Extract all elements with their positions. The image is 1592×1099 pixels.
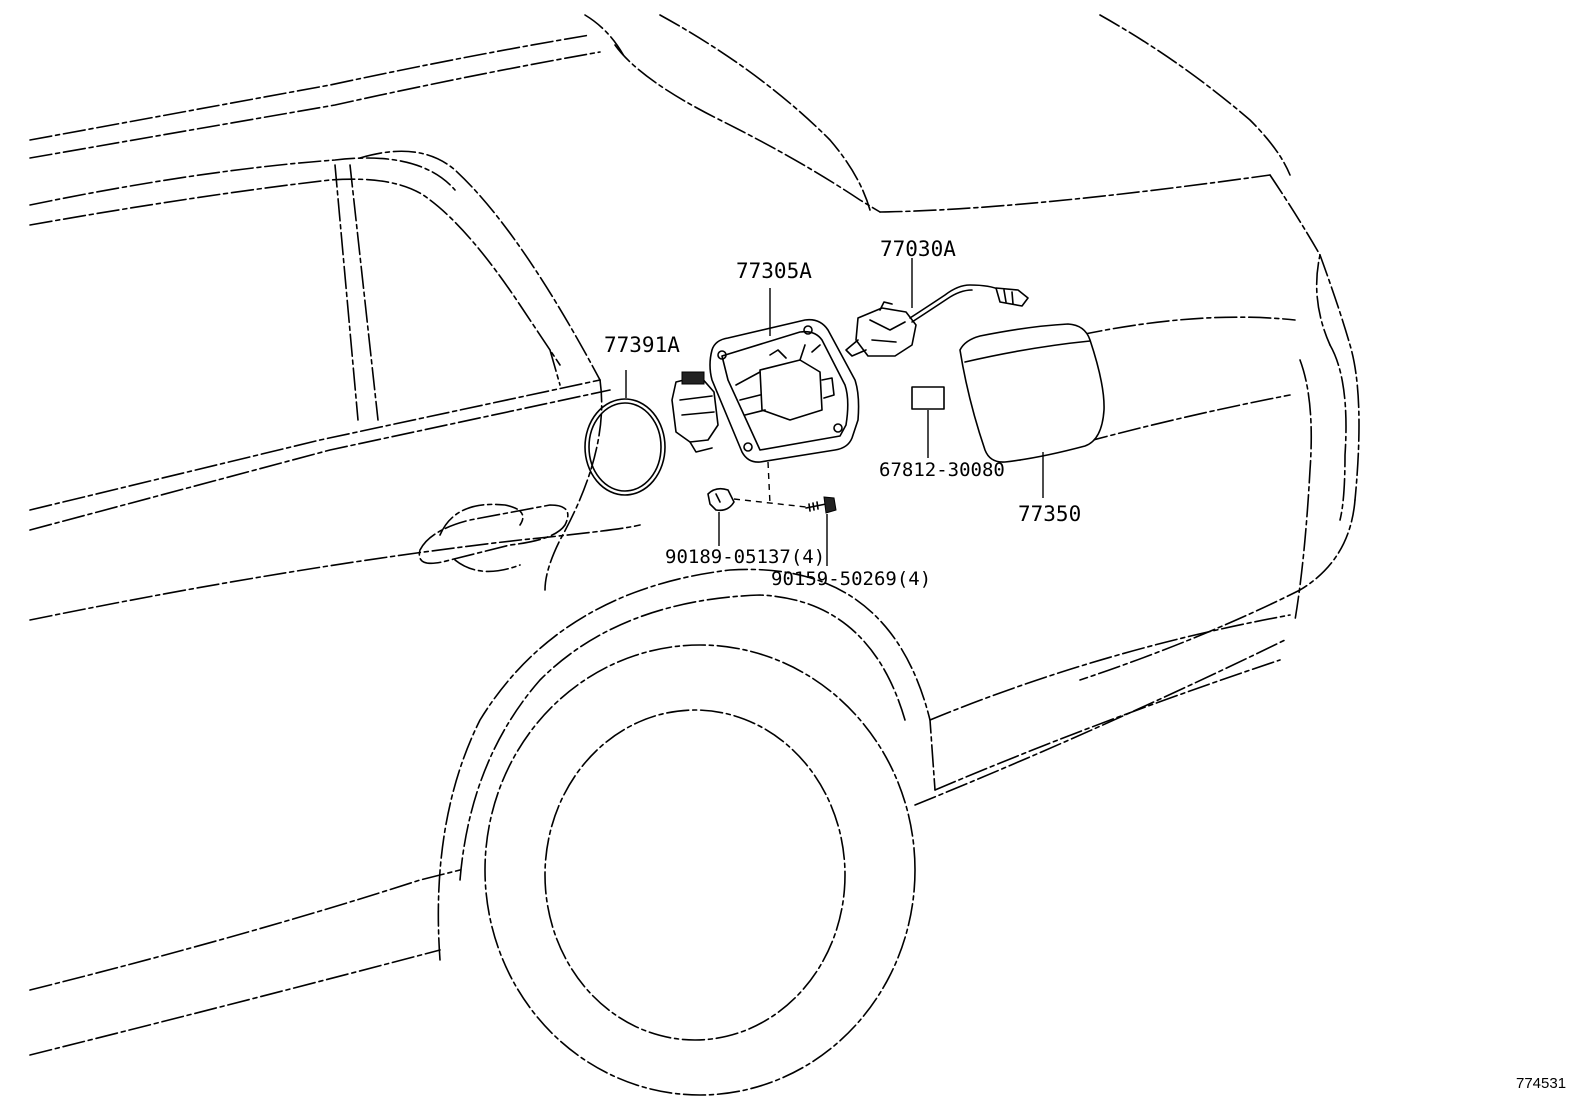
inlet-box-inner-wall bbox=[721, 330, 849, 451]
quarter-lower-edge-2 bbox=[914, 639, 1286, 806]
rocker-line-lower bbox=[29, 949, 441, 1056]
rear-bumper-edge bbox=[1294, 359, 1313, 621]
quarter-lower-line bbox=[929, 614, 1291, 721]
fuel-lid-part bbox=[959, 323, 1105, 463]
callout-90159-50269: 90159-50269(4) bbox=[771, 568, 931, 590]
tail-light-outline bbox=[1329, 344, 1347, 521]
door-handle-recess bbox=[439, 503, 524, 536]
callout-67812-30080: 67812-30080 bbox=[879, 459, 1005, 481]
roof-line-inner bbox=[29, 51, 601, 159]
roof-line-outer bbox=[29, 34, 591, 141]
inlet-box-detail-1 bbox=[735, 344, 821, 416]
clip-body bbox=[707, 487, 735, 512]
wheel-arch-outer bbox=[437, 568, 936, 961]
fuel-lid-bevel bbox=[964, 340, 1091, 363]
clip-part bbox=[707, 487, 735, 512]
inlet-box-bolt-hole-2 bbox=[803, 325, 813, 335]
lid-actuator-detail bbox=[679, 395, 715, 453]
quarter-window-frame bbox=[359, 150, 601, 381]
door-handle-outline bbox=[418, 504, 569, 565]
lock-harness-wire bbox=[909, 284, 1001, 319]
inlet-box-bolt-hole-1 bbox=[717, 350, 727, 360]
window-sill-outer bbox=[29, 379, 601, 511]
roof-upper-edge bbox=[584, 14, 626, 59]
rear-roof-top bbox=[879, 174, 1271, 213]
screw-part bbox=[805, 496, 837, 514]
window-b-pillar-left bbox=[334, 164, 359, 421]
vehicle-body-outline bbox=[29, 14, 1360, 1096]
lid-opener-lock-part bbox=[845, 284, 1029, 357]
leader-lines bbox=[625, 258, 1044, 566]
window-frame-top bbox=[29, 157, 456, 206]
rear-bumper-side bbox=[1079, 499, 1356, 681]
gasket-ring-inner bbox=[588, 402, 662, 492]
clip-detail bbox=[715, 493, 721, 503]
window-sill-inner bbox=[29, 389, 611, 531]
window-frame-outer bbox=[29, 178, 561, 366]
rear-glass-edge bbox=[1099, 14, 1291, 176]
inlet-box-bolt-hole-3 bbox=[833, 423, 843, 433]
rear-tire-outer bbox=[484, 644, 916, 1096]
lock-harness-wire-2 bbox=[911, 289, 973, 323]
fuel-inlet-box-part bbox=[671, 318, 860, 463]
lock-harness-connector-detail bbox=[1003, 289, 1014, 305]
lid-actuator-connector bbox=[681, 371, 705, 385]
fuel-lid-outer bbox=[959, 323, 1105, 463]
rear-corner-lower bbox=[1319, 254, 1360, 501]
inlet-box-detail-2 bbox=[769, 349, 835, 399]
fuel-lid-gasket-part bbox=[584, 398, 666, 496]
figure-id: 774531 bbox=[1516, 1075, 1566, 1092]
screw-threads bbox=[808, 501, 819, 512]
quarter-window-line bbox=[549, 349, 561, 386]
callout-labels: 77391A 77305A 77030A 67812-30080 77350 9… bbox=[604, 237, 1081, 590]
screw-head bbox=[823, 496, 837, 514]
lock-plunger bbox=[845, 339, 867, 357]
lid-label-part bbox=[911, 386, 945, 410]
callout-77391a: 77391A bbox=[604, 333, 680, 357]
body-character-line bbox=[29, 524, 641, 621]
c-pillar-curve bbox=[614, 44, 881, 213]
callout-77030a: 77030A bbox=[880, 237, 956, 261]
callout-90189-05137: 90189-05137(4) bbox=[665, 546, 825, 568]
lock-body bbox=[855, 307, 917, 357]
lock-detail bbox=[869, 301, 906, 343]
door-handle-lower-recess bbox=[454, 559, 521, 573]
callout-77305a: 77305A bbox=[736, 259, 812, 283]
gasket-ring-outer bbox=[584, 398, 666, 496]
inlet-box-pocket bbox=[759, 359, 823, 421]
body-belt-line bbox=[1079, 316, 1296, 336]
inlet-box-bolt-hole-4 bbox=[743, 442, 753, 452]
rear-wheel-rim bbox=[544, 709, 846, 1041]
rear-roof-line bbox=[659, 14, 871, 211]
window-b-pillar-right bbox=[349, 164, 379, 421]
wheel-arch-inner bbox=[459, 594, 906, 881]
assembly-dashed-leader bbox=[733, 461, 807, 508]
door-rear-edge bbox=[544, 379, 603, 591]
quarter-lower-edge bbox=[934, 659, 1281, 791]
callout-77350: 77350 bbox=[1018, 502, 1081, 526]
rocker-line-upper bbox=[29, 869, 461, 991]
lid-actuator-body bbox=[671, 375, 719, 443]
